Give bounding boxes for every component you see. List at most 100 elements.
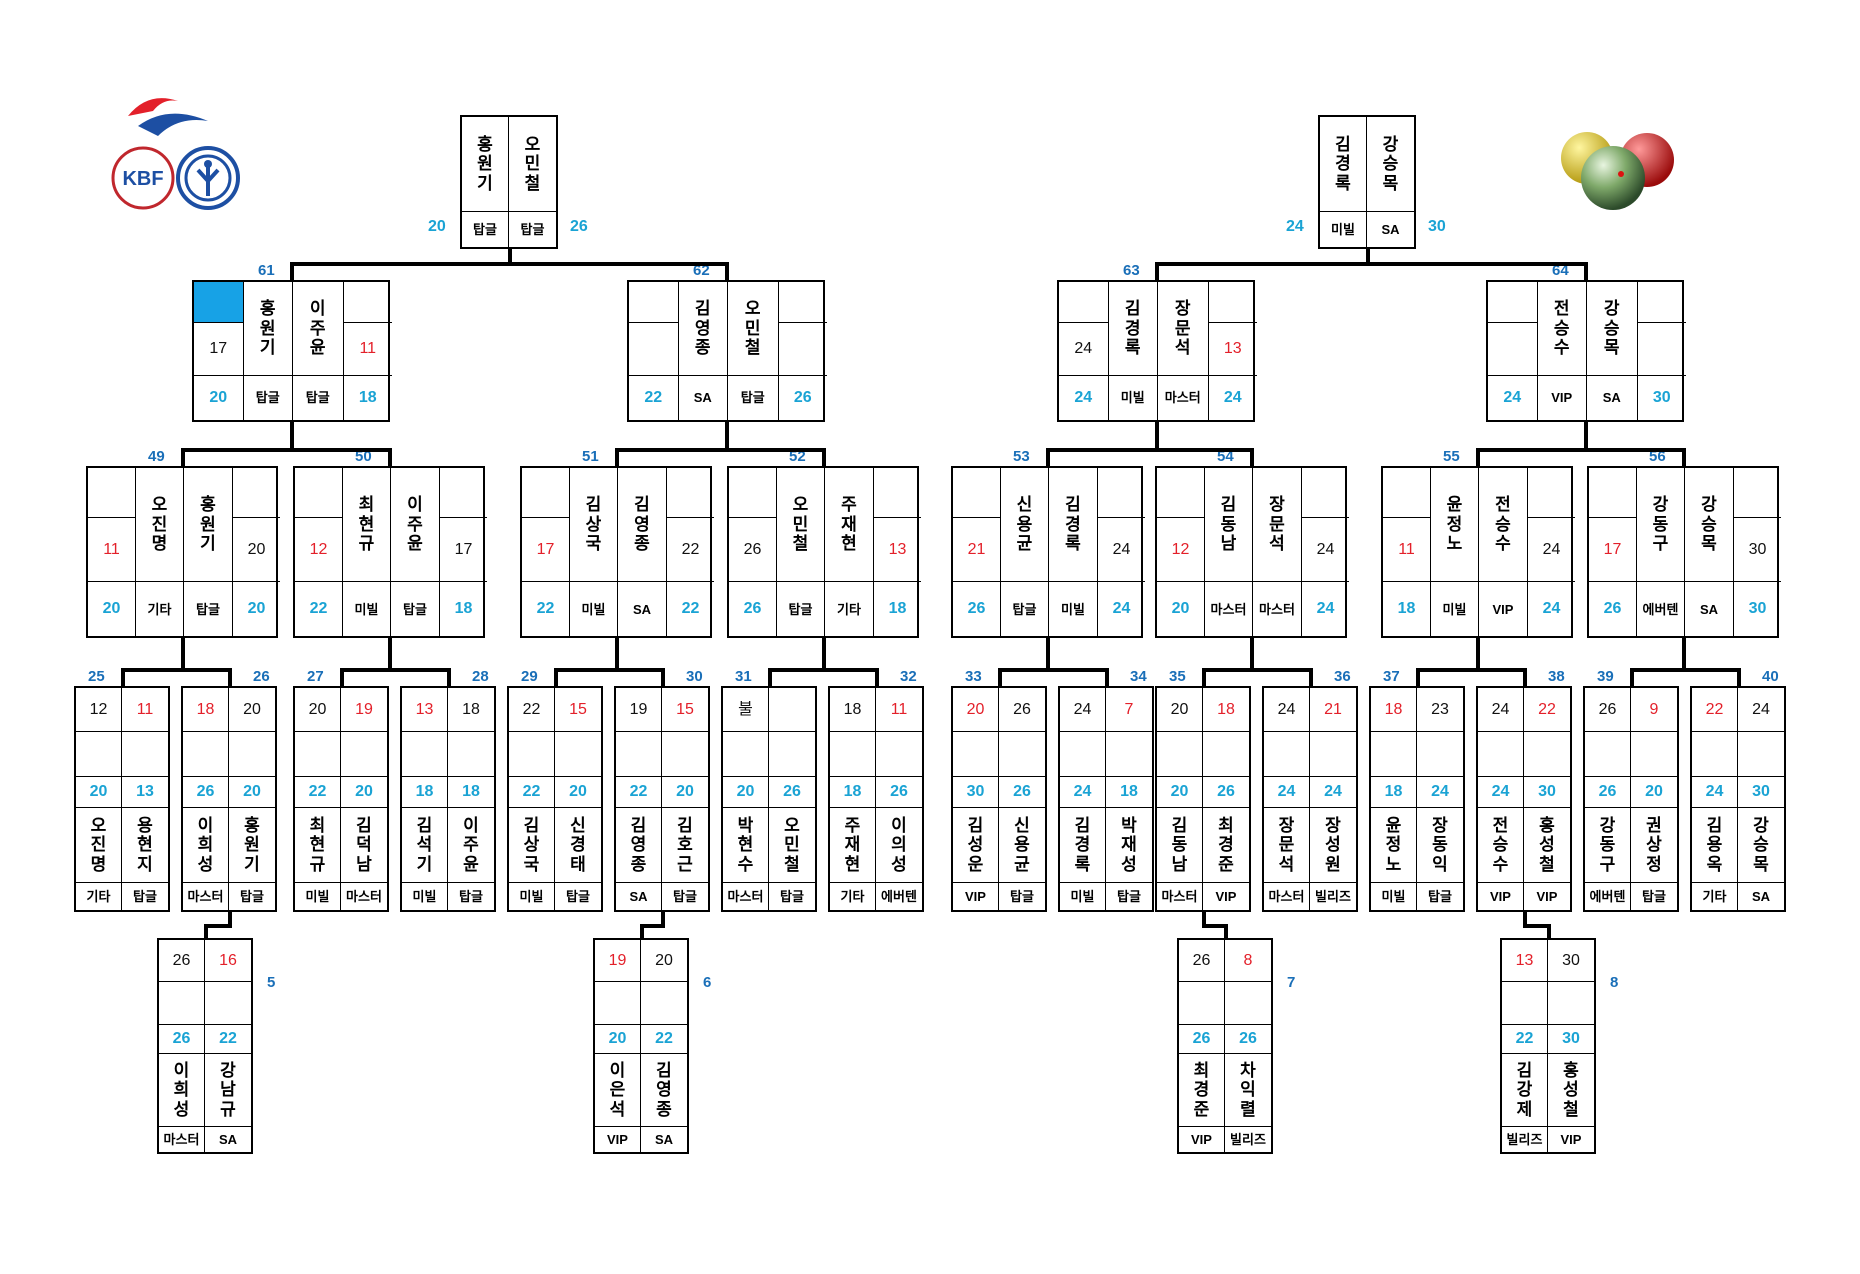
bottom-score: 18: [873, 582, 921, 636]
top-score: 13: [1207, 323, 1257, 376]
score-blank-cell: [183, 732, 229, 777]
top-score: 20: [1157, 688, 1203, 733]
top-score: [1488, 323, 1538, 376]
bottom-score: 24: [1301, 582, 1349, 636]
bracket-line: [661, 668, 665, 686]
bracket-line: [1155, 422, 1159, 448]
logo-swoosh-blue: [138, 113, 208, 136]
bracket-line: [1203, 668, 1310, 672]
top-score: 24: [1059, 323, 1109, 376]
bracket-line: [1682, 448, 1686, 466]
player-name: 강 동 구: [1585, 807, 1631, 884]
player-name: 전 승 수: [1479, 468, 1527, 583]
top-score: 15: [555, 688, 601, 733]
player-name: 홍 성 철: [1524, 808, 1570, 884]
ball-dot: [1618, 171, 1624, 177]
score-blank-cell: [1692, 732, 1738, 777]
bottom-score: 20: [76, 776, 122, 808]
top-score: 19: [341, 688, 387, 733]
score-blank-cell: [723, 732, 769, 777]
top-score: 20: [641, 940, 687, 983]
match-number-label: 31: [735, 668, 752, 685]
player-name: 김 영 종: [678, 282, 728, 376]
score-blank-cell: [953, 732, 999, 777]
top-score: 20: [229, 688, 275, 733]
player-name: 홍 성 철: [1548, 1054, 1594, 1127]
player-category: 마스터: [1264, 883, 1310, 910]
top-score: 20: [953, 688, 999, 733]
score-blank-cell: [1225, 982, 1271, 1025]
top-score: [769, 688, 815, 733]
top-score: 11: [122, 688, 168, 733]
player-name: 오 진 명: [76, 807, 122, 884]
bracket-line: [388, 638, 392, 668]
score-blank-cell: [953, 468, 1001, 519]
bottom-score: 20: [555, 777, 601, 808]
bottom-score: 26: [1203, 777, 1249, 808]
match-number-label: 34: [1130, 668, 1147, 685]
score-blank-cell: [342, 282, 392, 324]
bottom-score: 20: [595, 1024, 641, 1055]
player-name: 강 동 구: [1637, 468, 1685, 583]
score-blank-cell: [1301, 468, 1349, 519]
bottom-score: 30: [1636, 375, 1687, 420]
bracket-line: [1155, 262, 1159, 280]
player-name: 김 호 근: [662, 808, 708, 884]
score-blank-cell: [1636, 282, 1686, 324]
player-name: 장 문 석: [1264, 807, 1310, 884]
bottom-score: 22: [295, 582, 343, 636]
bottom-score: 24: [1527, 582, 1575, 636]
bracket-line: [1202, 912, 1206, 924]
top-score: 18: [1203, 688, 1249, 733]
top-score: 17: [1589, 518, 1637, 583]
top-score: 13: [1502, 940, 1548, 983]
player-category: 미빌: [1061, 601, 1085, 617]
top-score: 20: [232, 518, 280, 583]
top-score: 12: [1157, 518, 1205, 583]
score-blank-cell: [1179, 982, 1225, 1025]
player-name: 김 경 록: [1108, 282, 1158, 376]
bracket-line: [1547, 924, 1551, 938]
top-score: 20: [295, 688, 341, 733]
top-score: 11: [876, 688, 922, 733]
player-category: VIP: [1179, 1126, 1225, 1152]
top-score: 12: [295, 518, 343, 583]
player-category: 기타: [76, 883, 122, 910]
bottom-score: 24: [1060, 776, 1106, 808]
player-category: SA: [1699, 601, 1719, 617]
player-name: 강 승 목: [1738, 808, 1784, 884]
player-name: 이 주 윤: [293, 282, 343, 376]
score-blank-cell: [1157, 732, 1203, 777]
bracket-line: [1523, 912, 1527, 924]
top-score: 8: [1225, 940, 1271, 983]
player-category: 미빌: [1431, 582, 1479, 636]
bottom-score: 20: [194, 375, 244, 420]
score-blank-cell: [1203, 732, 1249, 777]
player-category: VIP: [1478, 883, 1524, 910]
player-category: VIP: [1538, 375, 1587, 420]
player-name: 최 경 준: [1179, 1054, 1225, 1127]
bottom-score: 22: [641, 1025, 687, 1055]
player-category: 미빌: [343, 582, 391, 636]
score-blank-cell: [1478, 732, 1524, 777]
player-category: 탑글: [1117, 889, 1141, 905]
score-blank-cell: [1264, 732, 1310, 777]
logo-inner-ring: [184, 154, 232, 202]
score-blank-cell: [729, 468, 777, 519]
bottom-score: 24: [1097, 582, 1145, 636]
player-name: 김 경 록: [1049, 468, 1097, 583]
score-blank-cell: [122, 732, 168, 777]
player-category: 탑글: [305, 390, 330, 406]
bracket-line: [768, 668, 772, 686]
score-blank-cell: [1502, 982, 1548, 1025]
